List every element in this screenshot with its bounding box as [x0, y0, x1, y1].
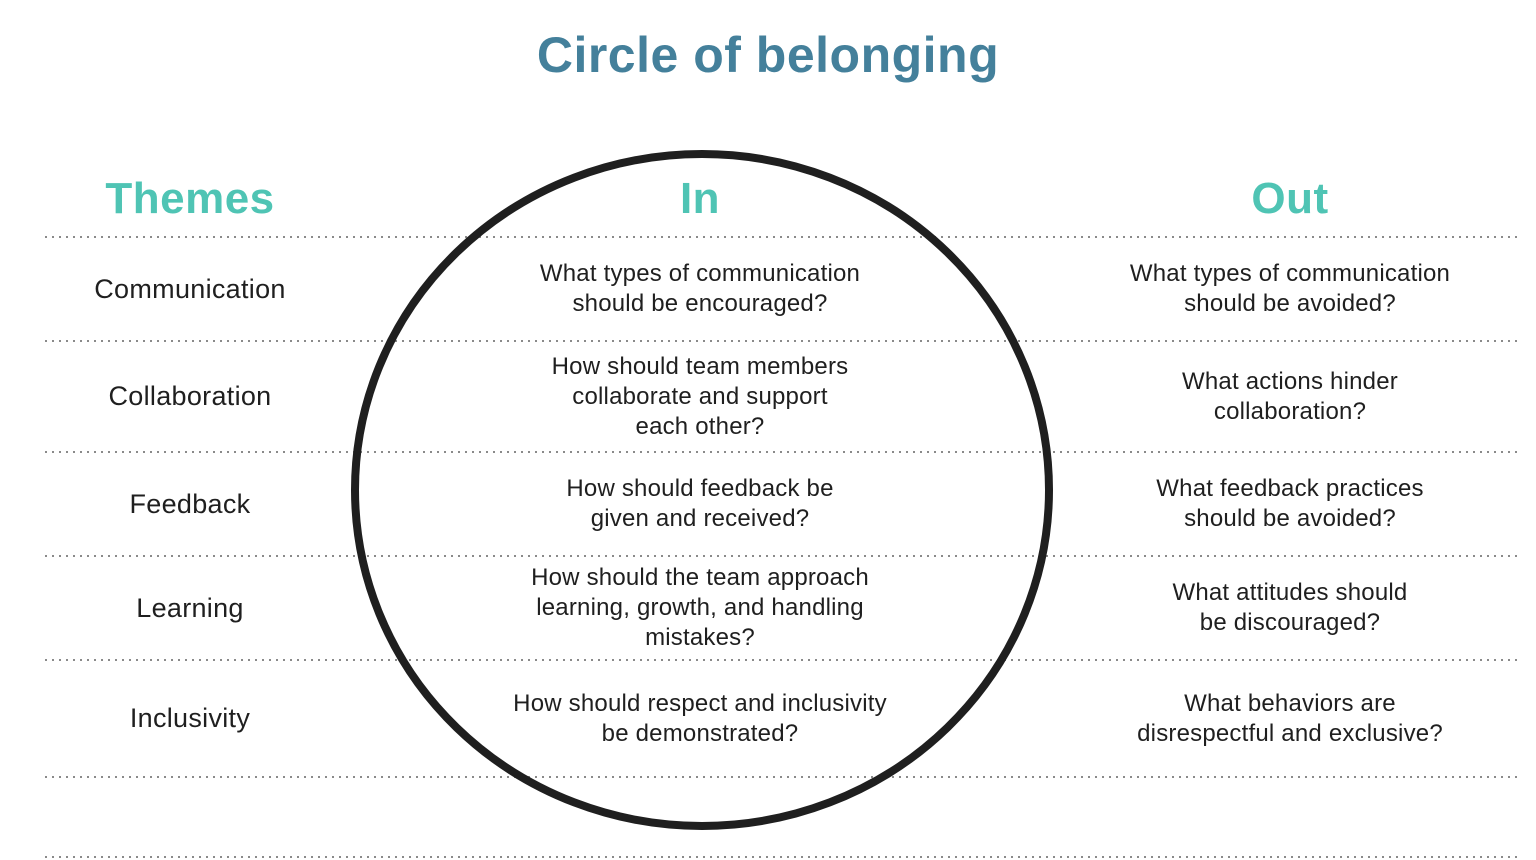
theme-label-communication: Communication	[94, 273, 286, 304]
table-row: Inclusivity How should respect and inclu…	[0, 660, 1536, 777]
table-header-row: Themes In Out	[0, 160, 1536, 237]
in-cell-communication: What types of communication should be en…	[539, 260, 861, 317]
in-cell-inclusivity: How should respect and inclusivity be de…	[513, 689, 887, 747]
out-cell-feedback: What feedback practices should be avoide…	[1156, 475, 1424, 532]
out-cell-communication: What types of communication should be av…	[1129, 260, 1451, 317]
row-divider	[45, 856, 1520, 858]
row-divider	[45, 451, 1520, 453]
table-row: Communication What types of communicatio…	[0, 237, 1536, 341]
theme-label-feedback: Feedback	[129, 488, 251, 519]
row-divider	[45, 776, 1520, 778]
theme-label-collaboration: Collaboration	[108, 381, 272, 411]
in-cell-learning: How should the team approach learning, g…	[531, 564, 869, 651]
out-cell-collaboration: What actions hinder collaboration?	[1182, 367, 1398, 425]
row-divider	[45, 659, 1520, 661]
table-row: Feedback How should feedback be given an…	[0, 452, 1536, 556]
page-title: Circle of belonging	[536, 27, 1000, 83]
out-cell-learning: What attitudes should be discouraged?	[1172, 579, 1408, 636]
themes-column-header: Themes	[105, 173, 275, 223]
out-column-header: Out	[1251, 173, 1329, 223]
row-divider	[45, 555, 1520, 557]
theme-label-learning: Learning	[136, 592, 244, 623]
in-cell-collaboration: How should team members collaborate and …	[551, 352, 849, 440]
out-cell-inclusivity: What behaviors are disrespectful and exc…	[1137, 689, 1443, 747]
table-row: Learning How should the team approach le…	[0, 556, 1536, 660]
in-cell-feedback: How should feedback be given and receive…	[566, 475, 834, 532]
row-divider	[45, 236, 1520, 238]
in-column-header: In	[679, 173, 721, 223]
row-divider	[45, 340, 1520, 342]
theme-label-inclusivity: Inclusivity	[129, 703, 251, 733]
table-row: Collaboration How should team members co…	[0, 341, 1536, 452]
